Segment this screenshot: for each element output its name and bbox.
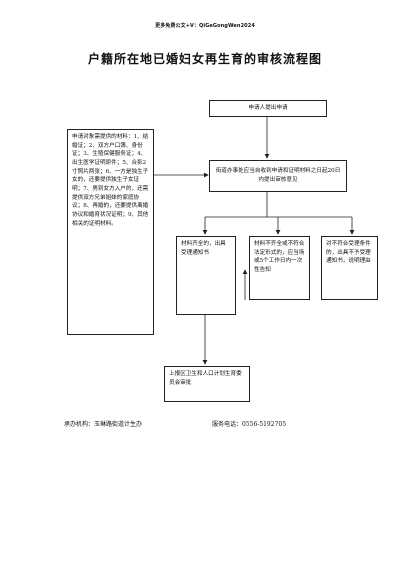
header-note: 更多免费公文+V：QiGeGongWen2024 xyxy=(155,23,255,29)
incomplete-box: 材料不齐全或不符合法定形式的，应当场或5个工作日内一次性告知 xyxy=(249,236,310,300)
service-phone: 服务电话：0556-5192705 xyxy=(212,421,287,428)
page-title: 户籍所在地已婚妇女再生育的审核流程图 xyxy=(87,52,322,66)
reject-text: 对不符合受理条件的，出具不予受理通知书，说明理由 xyxy=(326,241,371,265)
apply-text: 申请人提出申请 xyxy=(248,105,288,112)
organizer-text: 承办机构：玉琳路街道计生办 xyxy=(64,421,143,428)
incomplete-text: 材料不齐全或不符合法定形式的，应当场或5个工作日内一次性告知 xyxy=(254,241,305,273)
review-text: 街道办事处应当自收到申请和证明材料之日起20日内提出审核意见 xyxy=(215,168,341,183)
materials-box: 申请对象需提供的材料：1、结婚证；2、双方户口簿、身份证；3、生殖保健服务证；4… xyxy=(67,129,154,335)
complete-box: 材料齐全的，出具受理通知书 xyxy=(176,236,236,315)
report-box: 上报区卫生和人口计划生育委员会审批 xyxy=(164,366,250,402)
materials-text: 申请对象需提供的材料：1、结婚证；2、双方户口簿、身份证；3、生殖保健服务证；4… xyxy=(72,134,149,227)
complete-text: 材料齐全的，出具受理通知书 xyxy=(181,241,226,256)
review-box: 街道办事处应当自收到申请和证明材料之日起20日内提出审核意见 xyxy=(209,160,347,192)
apply-box: 申请人提出申请 xyxy=(209,100,327,117)
report-text: 上报区卫生和人口计划生育委员会审批 xyxy=(169,371,242,386)
reject-box: 对不符合受理条件的，出具不予受理通知书，说明理由 xyxy=(321,236,378,300)
